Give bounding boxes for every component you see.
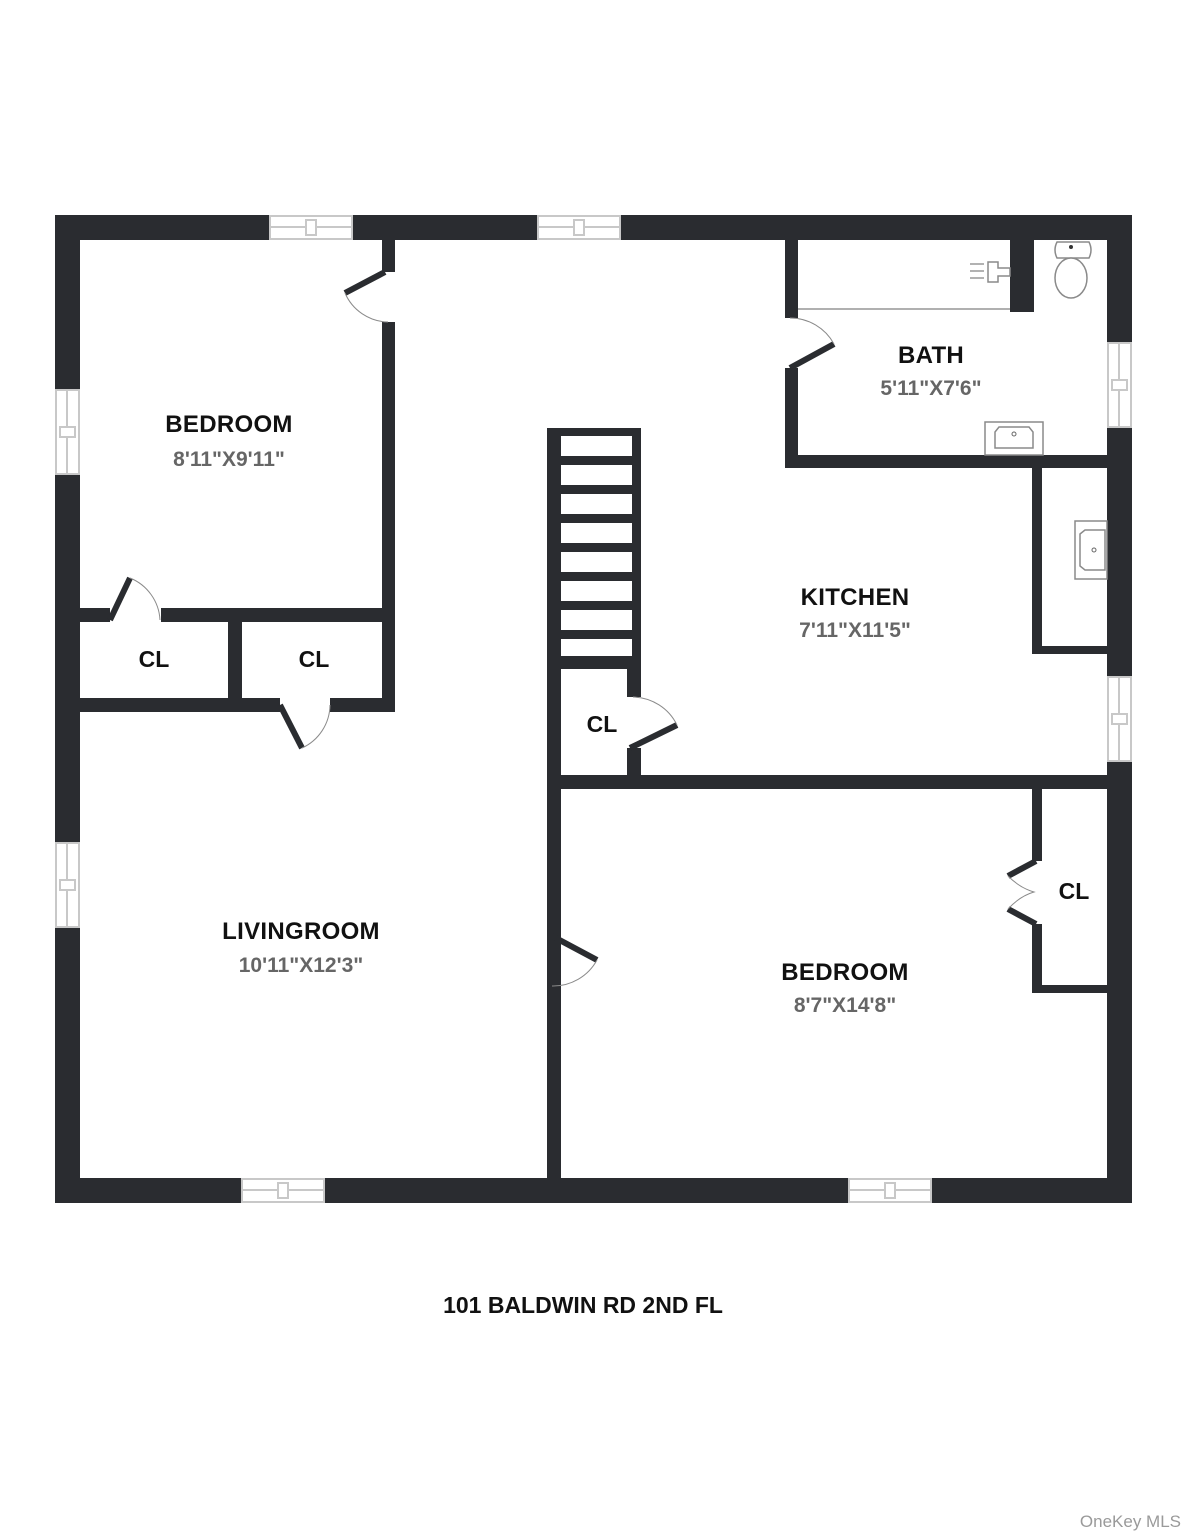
- room-dimensions-bath: 5'11"X7'6": [880, 377, 982, 400]
- bath-fixtures: [798, 241, 1108, 580]
- room-dimensions-kitchen: 7'11"X11'5": [799, 619, 911, 642]
- door-stair-closet: [628, 696, 679, 751]
- mls-watermark: OneKey MLS: [1079, 1512, 1181, 1531]
- window-bottom-left: [241, 1178, 325, 1203]
- shower-head-icon: [970, 261, 1011, 283]
- door-bath: [788, 317, 836, 371]
- doors: [107, 269, 1038, 987]
- door-closet2: [277, 703, 331, 750]
- room-dimensions-bedroom-1: 8'11"X9'11": [173, 448, 285, 471]
- closet-label-stairs: CL: [586, 711, 618, 737]
- window-right-bath: [1107, 342, 1132, 428]
- window-top-center: [537, 215, 621, 240]
- door-bedroom1: [343, 269, 389, 323]
- room-label-bedroom-1: BEDROOM: [165, 411, 293, 438]
- bath-sink-icon: [984, 421, 1044, 456]
- door-closet1: [107, 576, 161, 622]
- window-right-kitchen: [1107, 676, 1132, 762]
- floorplan-title: 101 BALDWIN RD 2ND FL: [443, 1292, 723, 1318]
- room-label-kitchen: KITCHEN: [800, 584, 910, 611]
- window-left-upper: [55, 389, 80, 475]
- room-label-livingroom: LIVINGROOM: [222, 918, 380, 945]
- interior-walls: [80, 240, 1132, 1178]
- room-label-bedroom-2: BEDROOM: [781, 959, 909, 986]
- room-dimensions-bedroom-2: 8'7"X14'8": [793, 994, 897, 1017]
- kitchen-sink-icon: [1074, 520, 1108, 580]
- closet-label-1: CL: [138, 646, 170, 672]
- window-bottom-right: [848, 1178, 932, 1203]
- room-dimensions-livingroom: 10'11"X12'3": [238, 954, 364, 977]
- closet-label-bedroom-2: CL: [1058, 878, 1090, 904]
- closet-label-2: CL: [298, 646, 330, 672]
- windows: [55, 215, 1132, 1203]
- window-top-left: [269, 215, 353, 240]
- door-bedroom2-closet: [1006, 858, 1038, 927]
- window-left-lower: [55, 842, 80, 928]
- room-label-bath: BATH: [897, 342, 965, 369]
- door-bedroom2: [550, 933, 599, 987]
- toilet-icon: [1054, 241, 1092, 299]
